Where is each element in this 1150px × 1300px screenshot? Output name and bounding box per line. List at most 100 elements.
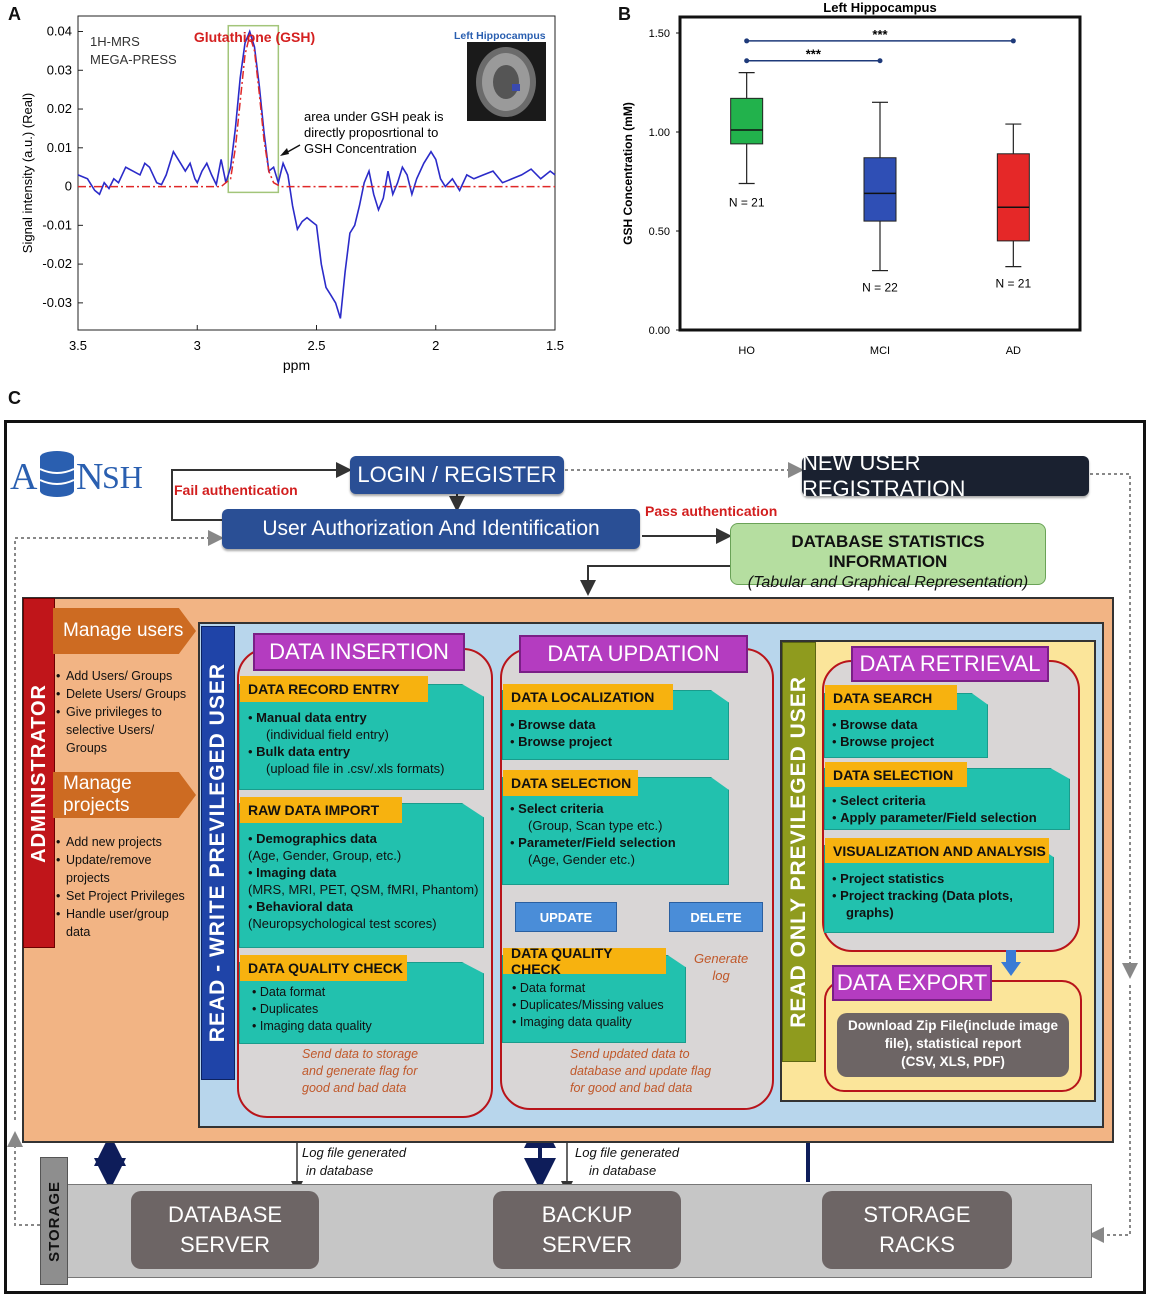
retrieval-data-selection-tag: DATA SELECTION	[825, 762, 967, 787]
download-zip-button[interactable]: Download Zip File(include image file), s…	[837, 1013, 1069, 1077]
log-file-note-2: Log file generated in database	[575, 1144, 679, 1180]
text-line: Data format	[519, 981, 586, 995]
y-tick-label: -0.01	[42, 217, 72, 232]
text-line: BACKUP	[541, 1202, 633, 1227]
database-logo-icon	[39, 451, 75, 497]
text-line: Imaging data quality	[259, 1019, 372, 1033]
logo-letters-sh: SH	[102, 459, 143, 495]
insertion-quality-check-tag: DATA QUALITY CHECK	[240, 955, 407, 981]
text-line: Browse data	[518, 717, 596, 732]
insertion-quality-check-text: • Data format • Duplicates • Imaging dat…	[252, 985, 372, 1033]
retrieval-data-selection-text: • Select criteria • Apply parameter/Fiel…	[832, 793, 1037, 825]
text-line: Send updated data to	[570, 1047, 690, 1061]
text-line: (Age, Gender etc.)	[528, 852, 635, 867]
y-axis-label: Signal intensity (a.u.) (Real)	[20, 93, 35, 253]
aansh-logo: A N SH	[10, 447, 145, 502]
down-arrow-icon	[1001, 950, 1021, 976]
list-item: Add Users/ Groups	[56, 667, 186, 685]
box	[996, 153, 1030, 242]
data-insertion-title: DATA INSERTION	[253, 633, 465, 671]
text-line: (CSV, XLS, PDF)	[901, 1054, 1005, 1069]
administrator-label: ADMINISTRATOR	[27, 683, 50, 863]
text-line: Duplicates/Missing values	[519, 998, 664, 1012]
gsh-fit-line	[78, 32, 555, 188]
updation-quality-check-tag: DATA QUALITY CHECK	[503, 945, 666, 977]
text-line: good and bad data	[302, 1081, 407, 1095]
text-line: Bulk data entry	[256, 744, 351, 759]
read-only-user-bar: READ ONLY PREVILEGED USER	[782, 642, 816, 1062]
data-localization-text: • Browse data • Browse project	[510, 717, 613, 749]
data-localization-tag: DATA LOCALIZATION	[503, 684, 673, 710]
list-item: Groups	[66, 741, 107, 755]
database-statistics-title: DATABASE STATISTICS INFORMATION	[791, 532, 985, 571]
storage-label-box: STORAGE	[40, 1157, 68, 1285]
list-item: Add new projects	[56, 833, 185, 851]
y-tick-label: 0.03	[47, 62, 72, 77]
new-user-registration-button[interactable]: NEW USER REGISTRATION	[802, 450, 1089, 501]
raw-data-import-card	[239, 803, 484, 948]
text-line: (individual field entry)	[266, 727, 389, 742]
user-authorization-box: User Authorization And Identification	[222, 509, 640, 549]
data-record-entry-tag: DATA RECORD ENTRY	[240, 676, 428, 702]
database-statistics-box: DATABASE STATISTICS INFORMATION (Tabular…	[730, 523, 1046, 591]
significance-end	[877, 58, 883, 64]
visualization-analysis-tag: VISUALIZATION AND ANALYSIS	[825, 838, 1049, 863]
log-file-note-1: Log file generated in database	[302, 1144, 406, 1180]
x-tick-label: 1.5	[546, 338, 564, 353]
storage-label: STORAGE	[45, 1180, 63, 1262]
list-item: data	[66, 925, 91, 939]
significance-end	[1010, 38, 1016, 44]
list-item: Delete Users/ Groups	[56, 685, 186, 703]
peak-window-box	[227, 24, 280, 194]
x-tick-label: HO	[738, 345, 755, 357]
update-button[interactable]: UPDATE	[515, 902, 617, 932]
x-tick-label: 3	[194, 338, 201, 353]
panel-letter-c: C	[8, 388, 21, 408]
list-item: Give privileges to	[56, 703, 186, 721]
text-line: Parameter/Field selection	[518, 835, 676, 850]
updation-database-note: Send updated data to database and update…	[570, 1046, 711, 1097]
administrator-bar: ADMINISTRATOR	[23, 598, 55, 948]
login-register-button[interactable]: LOGIN / REGISTER	[350, 456, 564, 494]
text-line: (Group, Scan type etc.)	[528, 818, 663, 833]
text-line: graphs)	[846, 905, 894, 920]
text-line: Imaging data quality	[519, 1015, 632, 1029]
text-line: Select criteria	[840, 793, 926, 808]
text-line: Duplicates	[259, 1002, 319, 1016]
mri-inset-image	[467, 42, 546, 121]
significance-label: ***	[806, 47, 822, 62]
significance-end	[744, 38, 750, 44]
text-line: in database	[306, 1163, 374, 1178]
y-tick-label: 1.50	[649, 28, 670, 40]
text-line: Behavioral data	[256, 899, 353, 914]
text-line: STORAGE	[863, 1202, 971, 1227]
text-line: Browse data	[840, 717, 918, 732]
list-item: projects	[66, 871, 110, 885]
text-line: (MRS, MRI, PET, QSM, fMRI, Phantom)	[248, 882, 479, 897]
text-line: Apply parameter/Field selection	[840, 810, 1037, 825]
manage-projects-button[interactable]: Manage projects	[53, 772, 196, 818]
text-line: file), statistical report	[884, 1036, 1022, 1051]
x-axis-label: ppm	[283, 357, 310, 373]
annotation-text: directly proposrtional to	[304, 125, 438, 140]
text-line: in database	[589, 1163, 657, 1178]
text-line: Log file generated	[302, 1145, 407, 1160]
data-retrieval-title: DATA RETRIEVAL	[851, 646, 1049, 682]
text-line: Demographics data	[256, 831, 377, 846]
annotation-text: GSH Concentration	[304, 141, 417, 156]
box	[730, 97, 764, 145]
raw-data-import-text: • Demographics data (Age, Gender, Group,…	[248, 831, 479, 931]
manage-users-button[interactable]: Manage users	[53, 608, 196, 654]
text-line: Imaging data	[256, 865, 337, 880]
y-tick-label: 1.00	[649, 127, 670, 139]
y-tick-label: 0.00	[649, 325, 670, 337]
text-line: DATABASE	[167, 1202, 283, 1227]
logo-letter-n: N	[76, 456, 104, 498]
mri-voxel	[512, 84, 520, 91]
delete-button[interactable]: DELETE	[669, 902, 763, 932]
text-line: Select criteria	[518, 801, 604, 816]
text-line: for good and bad data	[570, 1081, 693, 1095]
